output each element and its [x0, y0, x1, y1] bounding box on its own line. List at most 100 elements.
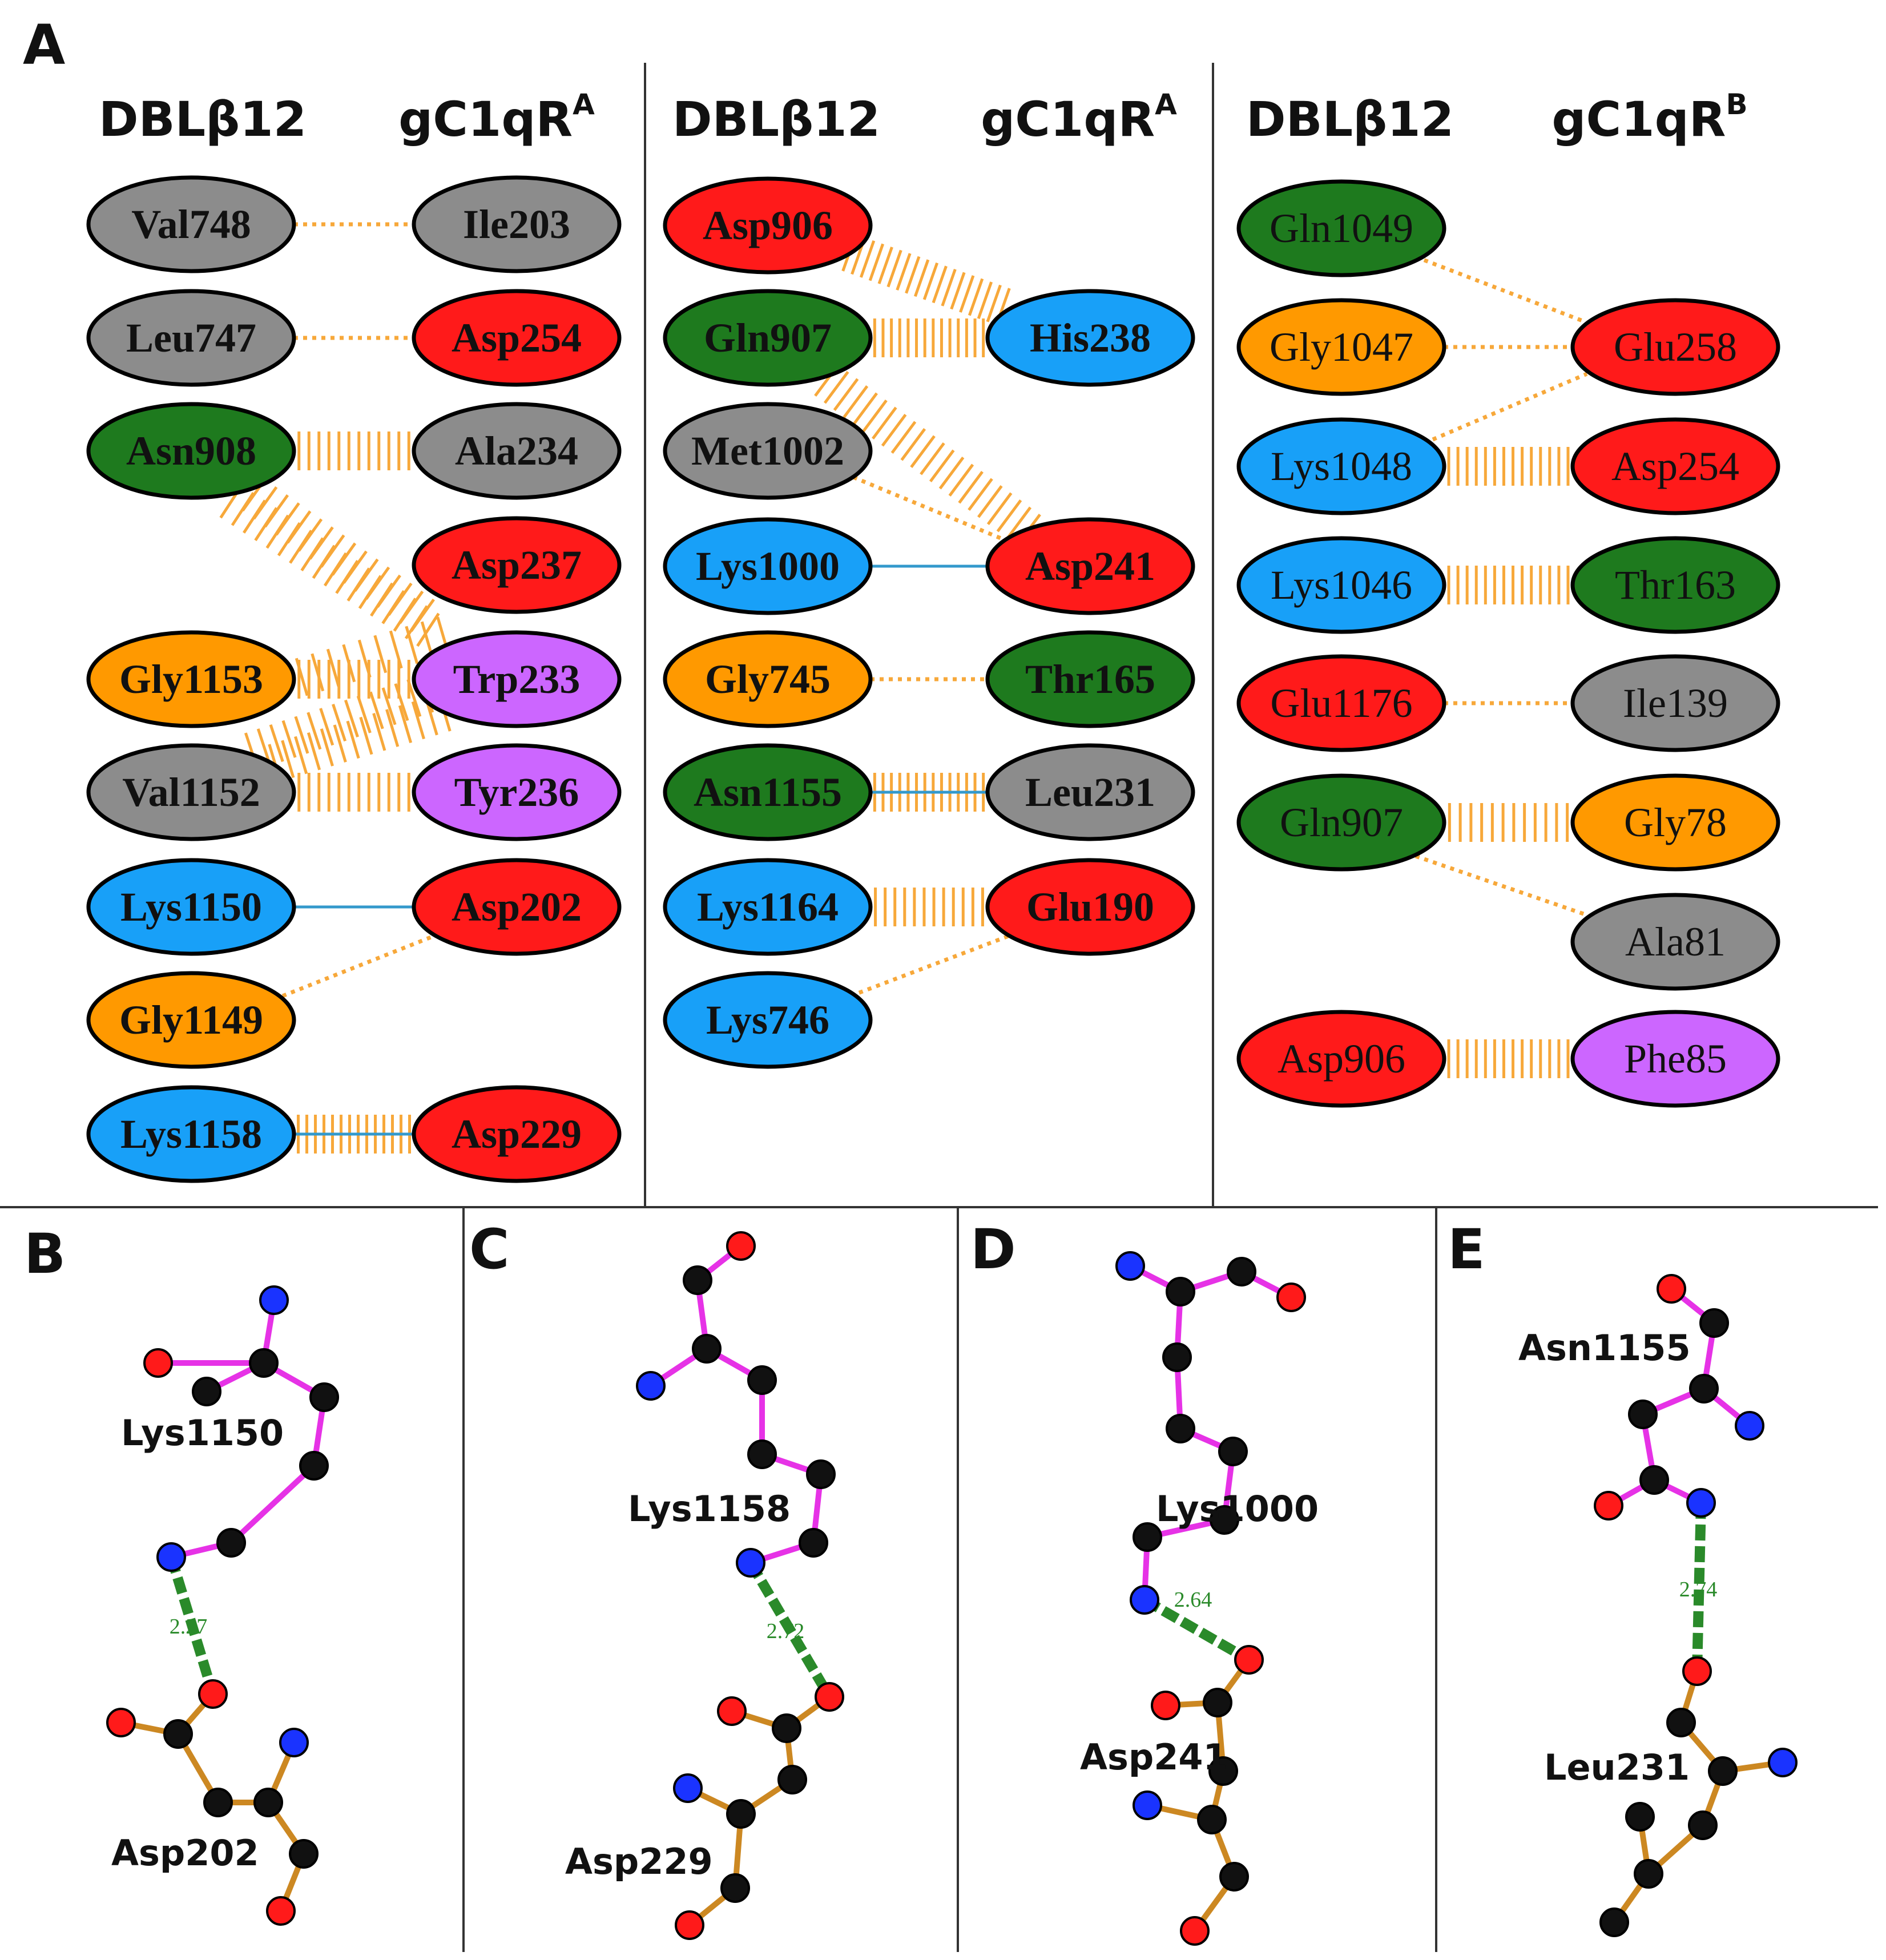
panel-c-labels: Lys1158 Asp229 2.72 — [565, 1488, 804, 1882]
ball-and-stick-panels — [106, 1231, 1798, 1946]
residue-node-leu231: Leu231 — [985, 743, 1195, 841]
interaction-ladder — [1448, 803, 1569, 842]
carbon-atom — [772, 1713, 801, 1743]
nitrogen-atom — [1115, 1251, 1145, 1281]
oxygen-atom — [1657, 1274, 1686, 1304]
residue-node-asp237: Asp237 — [412, 516, 622, 614]
residue-ellipse — [1570, 536, 1780, 634]
nitrogen-atom — [279, 1728, 309, 1757]
residue-node-ile203: Ile203 — [412, 175, 622, 273]
carbon-atom — [1197, 1805, 1227, 1834]
residue-ellipse — [663, 289, 873, 387]
carbon-atom — [299, 1451, 329, 1481]
carbon-atom — [806, 1459, 836, 1489]
oxygen-atom — [675, 1910, 704, 1940]
panel-b-distance: 2.27 — [170, 1615, 208, 1639]
residue-label: Asp229 — [452, 1111, 582, 1157]
col1-left-header: DBLβ12 — [99, 91, 307, 147]
residue-ellipse — [86, 402, 296, 500]
residue-ellipse — [86, 630, 296, 728]
oxygen-atom — [1234, 1645, 1264, 1675]
panel-a-headers: DBLβ12 gC1qRA DBLβ12 gC1qRA DBLβ12 gC1qR… — [99, 88, 1748, 147]
carbon-atom — [747, 1365, 777, 1395]
residue-node-ala234: Ala234 — [412, 402, 622, 500]
residue-label: Lys1048 — [1271, 443, 1412, 489]
oxygen-atom — [726, 1231, 756, 1261]
panel-d-molecule — [1115, 1251, 1306, 1946]
residue-node-gln1049: Gln1049 — [1236, 179, 1446, 277]
residue-node-asn1155: Asn1155 — [663, 743, 873, 841]
residue-ellipse — [412, 630, 622, 728]
residue-ellipse — [985, 743, 1195, 841]
residue-ellipse — [663, 971, 873, 1069]
residue-ellipse — [1236, 1010, 1446, 1108]
carbon-atom — [249, 1348, 279, 1378]
residue-label: Lys1164 — [697, 884, 839, 930]
col1-right-header-sup: A — [573, 88, 595, 121]
residue-ellipse — [1570, 893, 1780, 991]
nitrogen-atom — [736, 1548, 765, 1578]
oxygen-atom — [1276, 1283, 1306, 1312]
residue-node-val1152: Val1152 — [86, 743, 296, 841]
panel-c-molecule — [636, 1231, 844, 1940]
residue-label: Glu190 — [1026, 884, 1154, 930]
interaction-ladder — [814, 364, 1041, 547]
panel-d-distance: 2.64 — [1174, 1588, 1212, 1612]
residue-node-lys1046: Lys1046 — [1236, 536, 1446, 634]
panel-e-distance: 2.74 — [1679, 1578, 1718, 1602]
residue-ellipse — [86, 971, 296, 1069]
carbon-atom — [1208, 1756, 1238, 1786]
residue-node-lys1158: Lys1158 — [86, 1085, 296, 1183]
carbon-atom — [726, 1799, 756, 1829]
residue-ellipse — [1236, 654, 1446, 752]
residue-node-asp906: Asp906 — [1236, 1010, 1446, 1108]
residue-label: Asp254 — [1611, 443, 1739, 489]
residue-ellipse — [86, 175, 296, 273]
oxygen-atom — [717, 1696, 747, 1726]
residue-label: Thr165 — [1025, 656, 1155, 702]
residue-ellipse — [1570, 298, 1780, 396]
residue-ellipse — [1236, 179, 1446, 277]
residue-node-gly78: Gly78 — [1570, 773, 1780, 872]
interaction-ladder — [241, 478, 435, 632]
panel-label-b: B — [24, 1222, 66, 1286]
panel-b-molecule — [106, 1285, 339, 1926]
residue-node-gly1149: Gly1149 — [86, 971, 296, 1069]
residue-ellipse — [985, 858, 1195, 956]
residue-ellipse — [985, 517, 1195, 615]
carbon-atom — [1708, 1756, 1738, 1786]
residue-node-glu1176: Glu1176 — [1236, 654, 1446, 752]
residue-node-glu190: Glu190 — [985, 858, 1195, 956]
residue-node-asp202: Asp202 — [412, 858, 622, 956]
panel-e-lower-residue: Leu231 — [1544, 1747, 1690, 1788]
carbon-atom — [192, 1377, 221, 1406]
residue-ellipse — [663, 743, 873, 841]
residue-label: Asn1155 — [694, 769, 842, 815]
carbon-atom — [1599, 1907, 1629, 1937]
panel-d-upper-residue: Lys1000 — [1156, 1488, 1319, 1530]
nitrogen-atom — [673, 1773, 703, 1803]
residue-ellipse — [1570, 773, 1780, 872]
residue-label: Met1002 — [691, 428, 844, 474]
panel-c-distance: 2.72 — [767, 1619, 805, 1643]
interaction-ladder — [874, 888, 984, 926]
carbon-atom — [1688, 1810, 1718, 1840]
interaction-ladder — [1447, 566, 1570, 604]
residue-ellipse — [412, 402, 622, 500]
residue-ellipse — [1236, 298, 1446, 396]
nitrogen-atom — [1133, 1790, 1162, 1820]
residue-ellipse — [663, 858, 873, 956]
col3-right-header-sup: B — [1726, 88, 1747, 121]
residue-ellipse — [86, 289, 296, 387]
nitrogen-atom — [156, 1542, 186, 1572]
residue-node-trp233: Trp233 — [412, 630, 622, 728]
interaction-ladder — [873, 318, 985, 357]
residue-label: Gly78 — [1624, 800, 1727, 845]
residue-node-gln907: Gln907 — [1236, 773, 1446, 872]
col2-left-header: DBLβ12 — [672, 91, 880, 147]
panel-c-lower-residue: Asp229 — [565, 1841, 713, 1882]
residue-node-ile139: Ile139 — [1570, 654, 1780, 752]
carbon-atom — [1219, 1862, 1249, 1892]
hydrogen-bond — [1142, 1595, 1252, 1664]
residue-label: Asp241 — [1025, 543, 1155, 589]
